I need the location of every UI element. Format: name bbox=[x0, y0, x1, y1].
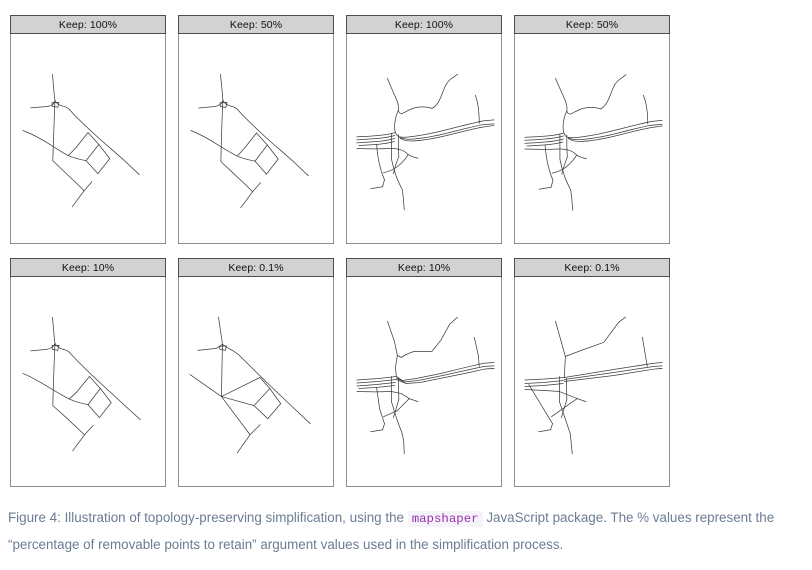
panel-header: Keep: 0.1% bbox=[514, 258, 670, 277]
panel-grid: Keep: 100% bbox=[10, 15, 670, 487]
panel-header: Keep: 100% bbox=[346, 15, 502, 34]
road-network-drawing bbox=[356, 73, 495, 211]
panel-label: Keep: 0.1% bbox=[228, 261, 284, 274]
panel-keep-100-ramp: Keep: 100% bbox=[346, 15, 502, 244]
panel-map-area bbox=[346, 277, 502, 487]
caption-text-part1: Figure 4: Illustration of topology-prese… bbox=[8, 510, 408, 525]
panel-header: Keep: 50% bbox=[514, 15, 670, 34]
panel-label: Keep: 10% bbox=[397, 261, 451, 274]
panel-header: Keep: 0.1% bbox=[178, 258, 334, 277]
panel-map-area bbox=[514, 277, 670, 487]
panel-map-area bbox=[346, 34, 502, 244]
figure-caption: Figure 4: Illustration of topology-prese… bbox=[8, 505, 808, 557]
road-network-drawing bbox=[22, 73, 140, 208]
panel-keep-50-grid: Keep: 50% bbox=[178, 15, 334, 244]
road-network-drawing bbox=[22, 316, 141, 452]
panel-label: Keep: 50% bbox=[229, 18, 283, 31]
panel-keep-01-grid: Keep: 0.1% bbox=[178, 258, 334, 487]
caption-text-part2: JavaScript package. The % values represe… bbox=[8, 510, 775, 552]
panel-keep-50-ramp: Keep: 50% bbox=[514, 15, 670, 244]
panel-header: Keep: 10% bbox=[10, 258, 166, 277]
panel-map-area bbox=[10, 277, 166, 487]
panel-label: Keep: 50% bbox=[565, 18, 619, 31]
panel-label: Keep: 100% bbox=[394, 18, 454, 31]
panel-label: Keep: 100% bbox=[58, 18, 118, 31]
panel-label: Keep: 0.1% bbox=[564, 261, 620, 274]
panel-header: Keep: 50% bbox=[178, 15, 334, 34]
road-network-drawing bbox=[190, 73, 309, 209]
panel-map-area bbox=[178, 277, 334, 487]
panel-map-area bbox=[514, 34, 670, 244]
road-network-drawing bbox=[189, 316, 311, 454]
panel-keep-10-ramp: Keep: 10% bbox=[346, 258, 502, 487]
code-span-mapshaper: mapshaper bbox=[407, 511, 483, 527]
panel-map-area bbox=[10, 34, 166, 244]
panel-label: Keep: 10% bbox=[61, 261, 115, 274]
panel-keep-01-ramp: Keep: 0.1% bbox=[514, 258, 670, 487]
panel-header: Keep: 100% bbox=[10, 15, 166, 34]
panel-map-area bbox=[178, 34, 334, 244]
panel-keep-10-grid: Keep: 10% bbox=[10, 258, 166, 487]
road-network-drawing bbox=[524, 316, 663, 455]
panel-keep-100-grid: Keep: 100% bbox=[10, 15, 166, 244]
road-network-drawing bbox=[524, 74, 663, 211]
road-network-drawing bbox=[356, 316, 495, 455]
panel-header: Keep: 10% bbox=[346, 258, 502, 277]
